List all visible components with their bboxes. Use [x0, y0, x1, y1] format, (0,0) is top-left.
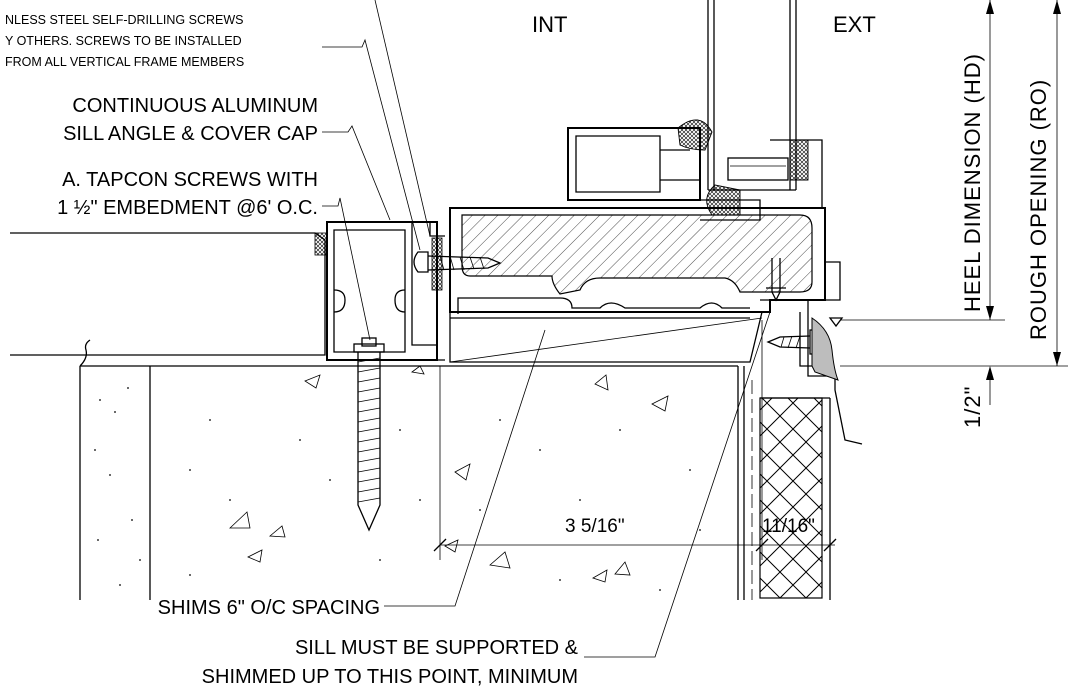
exterior-wall — [743, 366, 831, 600]
sill-angle-note-line-2: SILL ANGLE & COVER CAP — [63, 123, 318, 145]
support-note-line-1: SILL MUST BE SUPPORTED & — [295, 637, 579, 659]
shims-note: SHIMS 6" O/C SPACING — [158, 597, 380, 619]
leader-lines — [322, 0, 771, 658]
glass-unit — [707, 0, 797, 191]
interior-label: INT — [532, 12, 567, 37]
screws-note-line-1: NLESS STEEL SELF-DRILLING SCREWS — [5, 13, 244, 27]
sill-angle — [326, 221, 445, 361]
screws-note-line-3: FROM ALL VERTICAL FRAME MEMBERS — [5, 55, 244, 69]
tapcon-note-line-2: 1 ½" EMBEDMENT @6' O.C. — [57, 197, 318, 219]
interior-floor-board — [10, 232, 328, 356]
dimension-lines — [433, 0, 1068, 560]
dimension-3-5-16: 3 5/16" — [565, 516, 625, 537]
half-inch-label: 1/2" — [960, 386, 985, 428]
rough-opening-label: ROUGH OPENING (RO) — [1026, 79, 1051, 340]
exterior-flashing — [760, 261, 863, 445]
shim — [449, 317, 763, 363]
screws-note-line-2: Y OTHERS. SCREWS TO BE INSTALLED — [5, 34, 242, 48]
exterior-label: EXT — [833, 12, 876, 37]
glazing-frame — [567, 119, 823, 221]
heel-dimension-label: HEEL DIMENSION (HD) — [960, 53, 985, 312]
dimension-11-16: 11/16" — [762, 516, 815, 537]
sill-angle-note-line-1: CONTINUOUS ALUMINUM — [72, 95, 318, 117]
tapcon-note-line-1: A. TAPCON SCREWS WITH — [62, 169, 318, 191]
tapcon-screw — [353, 337, 385, 532]
support-note-line-2: SHIMMED UP TO THIS POINT, MINIMUM — [202, 666, 578, 688]
concrete-slab — [79, 339, 739, 600]
